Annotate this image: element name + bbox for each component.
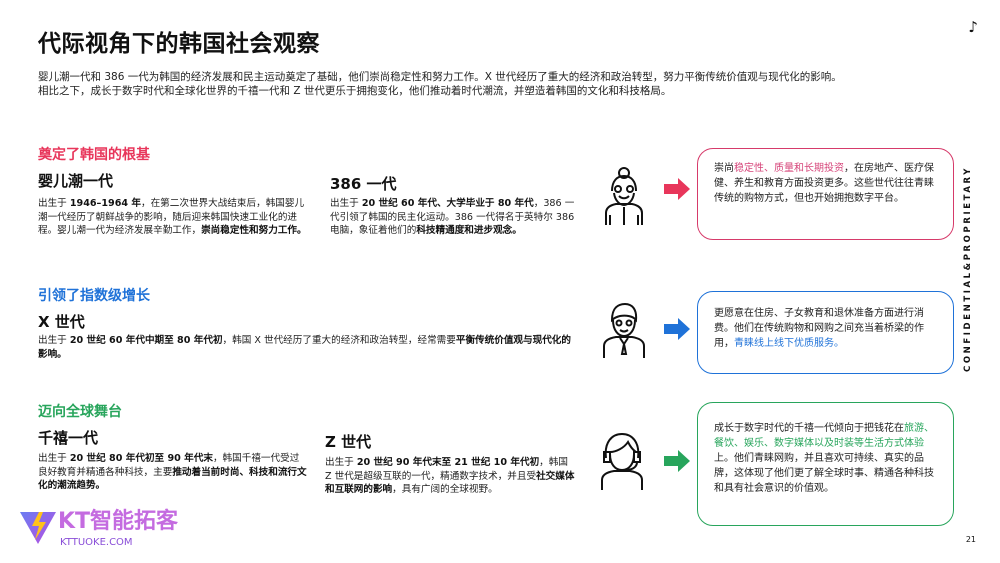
text-segment: ，在房地产、医疗保健、养生和教育方面投资更多。这些世代往往青睐传统的购物方式，但… <box>714 163 934 204</box>
generation-desc: 出生于 20 世纪 60 年代中期至 80 年代初，韩国 X 世代经历了重大的经… <box>38 334 573 361</box>
logo-brand: KT智能拓客 <box>58 509 179 534</box>
generation-name: 千禧一代 <box>38 429 99 447</box>
confidential-label: CONFIDENTIAL&PROPRIETARY <box>963 166 973 372</box>
highlight-text: 旅游、餐饮、娱乐、数字媒体以及时装等生活方式体验 <box>714 423 934 449</box>
bold-text: 1946–1964 年 <box>69 198 141 209</box>
insight-box: 更愿意在住房、子女教育和退休准备方面进行消费。他们在传统购物和网购之间充当着桥梁… <box>697 291 954 374</box>
elder-woman-icon <box>605 167 643 225</box>
arrow-right-icon <box>664 318 690 340</box>
page-title: 代际视角下的韩国社会观察 <box>38 31 320 57</box>
intro-text: 婴儿潮一代和 386 一代为韩国的经济发展和民主运动奠定了基础，他们崇尚稳定性和… <box>38 70 938 98</box>
generation-desc: 出生于 20 世纪 80 年代初至 90 年代末，韩国千禧一代受过良好教育并精通… <box>38 452 308 493</box>
text-segment: 出生于 <box>325 457 357 468</box>
insight-box: 成长于数字时代的千禧一代倾向于把钱花在旅游、餐饮、娱乐、数字媒体以及时装等生活方… <box>697 402 954 526</box>
bold-text: 20 世纪 90 年代末至 21 世纪 10 年代初 <box>356 457 540 468</box>
arrow-right-icon <box>664 178 690 200</box>
bold-text: 20 世纪 60 年代中期至 80 年代初 <box>69 335 223 346</box>
logo-url: KTTUOKE.COM <box>60 537 133 548</box>
highlight-text: 稳定性、质量和长期投资 <box>734 163 844 174</box>
section-heading: 奠定了韩国的根基 <box>38 147 150 163</box>
generation-name: Z 世代 <box>325 433 372 451</box>
text-segment: ，具有广阔的全球视野。 <box>392 484 498 495</box>
generation-desc: 出生于 20 世纪 60 年代、大学毕业于 80 年代，386 一代引领了韩国的… <box>330 197 582 238</box>
bold-text: 社交媒体和互联网的影响 <box>325 470 575 496</box>
text-segment: 出生于 <box>38 335 70 346</box>
highlight-text: 青睐线上线下优质服务。 <box>734 338 844 349</box>
generation-desc: 出生于 20 世纪 90 年代末至 21 世纪 10 年代初，韩国 Z 世代是超… <box>325 456 577 497</box>
bold-text: 20 世纪 60 年代、大学毕业于 80 年代 <box>361 198 534 209</box>
text-segment: 成长于数字时代的千禧一代倾向于把钱花在 <box>714 423 904 434</box>
text-segment: 更愿意在住房、子女教育和退休准备方面进行消费。他们在传统购物和网购之间充当着桥梁… <box>714 308 924 349</box>
page-number: 21 <box>965 535 976 544</box>
section-heading: 迈向全球舞台 <box>38 404 122 420</box>
logo-icon <box>20 512 56 544</box>
businessman-icon <box>603 302 645 358</box>
bold-text: 20 世纪 80 年代初至 90 年代末 <box>69 453 213 464</box>
bold-text: 推动着当前时尚、科技和流行文化的潮流趋势。 <box>38 466 307 492</box>
bold-text: 平衡传统价值观与现代化的影响。 <box>38 335 571 360</box>
generation-desc: 出生于 1946–1964 年，在第二次世界大战结束后，韩国婴儿潮一代经历了朝鲜… <box>38 197 308 238</box>
text-segment: ，韩国 Z 世代是超级互联的一代，精通数字技术，并且受 <box>325 457 568 482</box>
text-segment: ，韩国千禧一代受过良好教育并精通各种科技，主要 <box>38 453 300 478</box>
text-segment: ，386 一代引领了韩国的民主化运动。386 一代得名于英特尔 386 电脑，象… <box>330 198 575 236</box>
bold-text: 科技精通度和进步观念。 <box>416 225 522 236</box>
intro-line: 相比之下，成长于数字时代和全球化世界的千禧一代和 Z 世代更乐于拥抱变化，他们推… <box>38 85 672 97</box>
text-segment: 出生于 <box>330 198 362 209</box>
section-heading: 引领了指数级增长 <box>38 288 150 304</box>
tiktok-icon: ♪ <box>968 18 978 36</box>
text-segment: 上。他们青睐网购，并且喜欢可持续、真实的品牌，这体现了他们更了解全球时事、精通各… <box>714 453 934 494</box>
bold-text: 崇尚稳定性和努力工作。 <box>201 225 307 236</box>
text-segment: ，韩国 X 世代经历了重大的经济和政治转型，经常需要 <box>222 335 456 346</box>
text-segment: 出生于 <box>38 453 70 464</box>
young-woman-headset-icon <box>601 432 643 490</box>
generation-name: X 世代 <box>38 313 85 331</box>
generation-name: 婴儿潮一代 <box>38 172 114 190</box>
text-segment: ，在第二次世界大战结束后，韩国婴儿潮一代经历了朝鲜战争的影响，随后迎来韩国快速工… <box>38 198 305 236</box>
insight-box: 崇尚稳定性、质量和长期投资，在房地产、医疗保健、养生和教育方面投资更多。这些世代… <box>697 148 954 240</box>
generation-name: 386 一代 <box>330 175 397 193</box>
intro-line: 婴儿潮一代和 386 一代为韩国的经济发展和民主运动奠定了基础，他们崇尚稳定性和… <box>38 71 842 83</box>
text-segment: 出生于 <box>38 198 70 209</box>
arrow-right-icon <box>664 450 690 472</box>
text-segment: 崇尚 <box>714 163 734 174</box>
